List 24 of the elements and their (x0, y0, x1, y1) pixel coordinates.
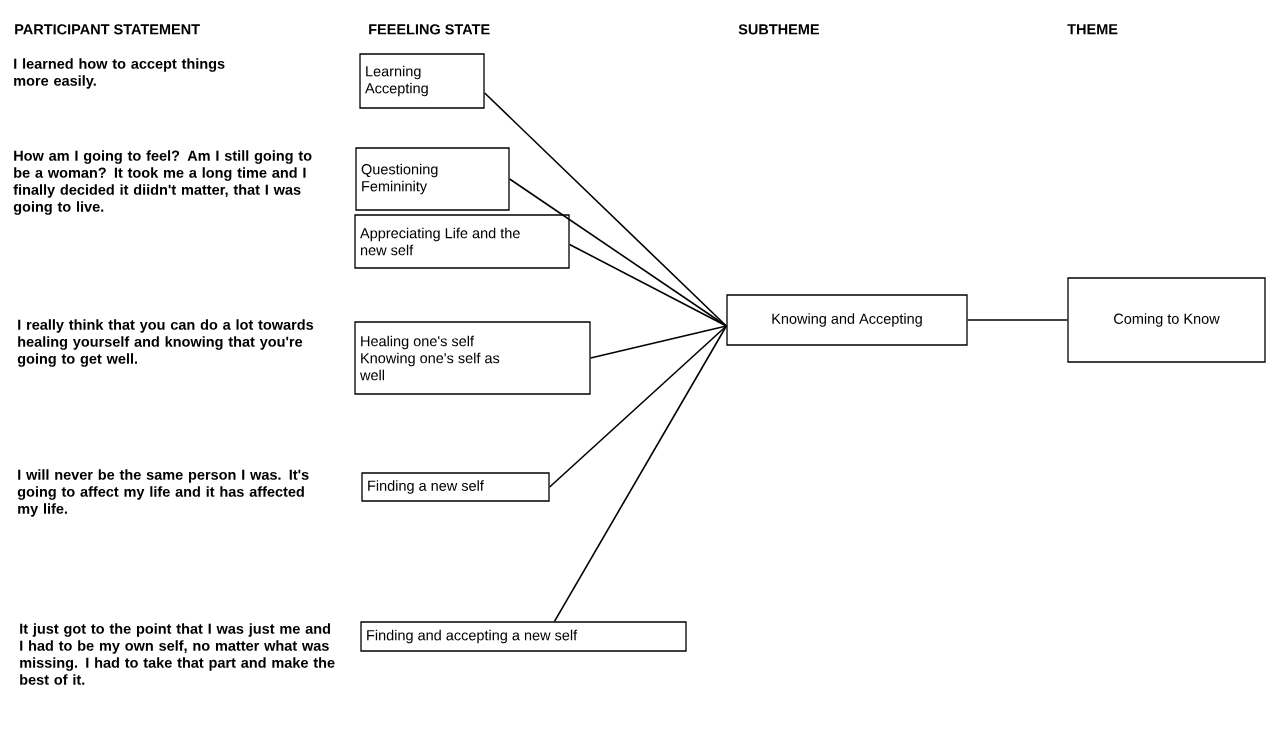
participant-statement: I learned how to accept things more easily. (14, 58, 225, 89)
connector-line (508, 178, 728, 327)
theme-box: Coming to Know (1067, 277, 1266, 363)
feeling-state-box: Finding a new self (361, 472, 550, 502)
column-heading: THEME (1067, 24, 1118, 35)
column-heading: FEEELING STATE (369, 24, 490, 35)
feeling-state-box: Healing one's self Knowing one's self as well (354, 321, 591, 395)
column-heading: SUBTHEME (738, 24, 819, 35)
feeling-state-box: Questioning Femininity (355, 147, 510, 211)
connector-line (483, 92, 728, 327)
column-heading: PARTICIPANT STATEMENT (15, 24, 200, 35)
participant-statement: I will never be the same person I was. It's going to affect my life and it has affected my life. (17, 469, 309, 517)
subtheme-box: Knowing and Accepting (726, 294, 968, 346)
participant-statement: How am I going to feel? Am I still going to be a woman? It took me a long time and I finally decided it diidn't matter, that I was going to live. (13, 150, 312, 215)
feeling-state-box: Learning Accepting (359, 53, 485, 109)
connector-line (553, 325, 728, 623)
feeling-state-box: Appreciating Life and the new self (354, 214, 570, 269)
participant-statement: It just got to the point that I was just me and I had to be my own self, no matter what was missing. I had to take that part and make the best of it. (20, 623, 335, 685)
feeling-state-box: Finding and accepting a new self (360, 621, 687, 652)
participant-statement: I really think that you can do a lot towards healing yourself and knowing that you're going to get well. (17, 319, 314, 367)
connector-line (589, 325, 728, 359)
connector-line (568, 243, 728, 327)
connector-line (548, 325, 728, 488)
connector-line (966, 319, 1069, 321)
